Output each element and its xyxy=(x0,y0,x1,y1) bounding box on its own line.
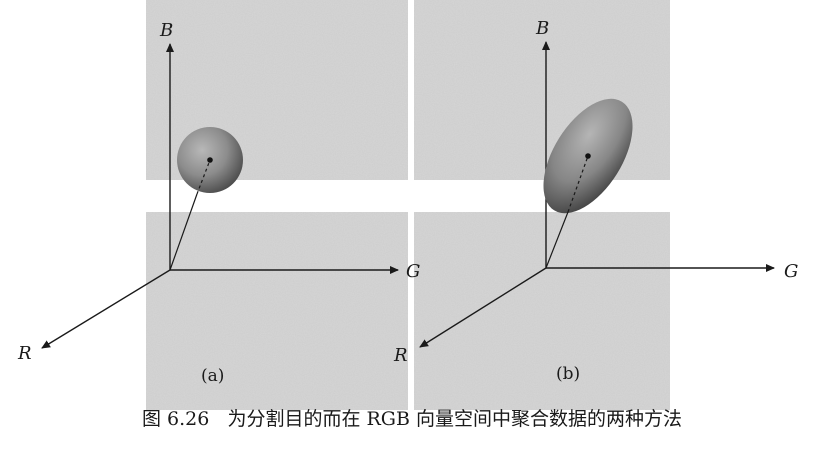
center-vector xyxy=(169,193,198,271)
texture-background xyxy=(146,0,670,410)
panel-a-label: (a) xyxy=(201,366,224,386)
center-vector xyxy=(545,211,569,269)
center-point xyxy=(207,157,213,163)
axis-r-label: R xyxy=(393,345,408,366)
axis-b-label: B xyxy=(159,20,173,41)
figure-caption: 图 6.26 为分割目的而在 RGB 向量空间中聚合数据的两种方法 xyxy=(142,408,682,430)
panel-a: B G R (a) xyxy=(17,20,420,386)
center-vector-hidden xyxy=(196,159,211,195)
axis-g-label: G xyxy=(406,261,420,282)
axis-r-line xyxy=(41,269,171,349)
axis-r-line xyxy=(419,267,547,348)
center-vector-hidden xyxy=(567,155,589,213)
panel-b-label: (b) xyxy=(556,364,580,384)
panel-b: B G R (b) xyxy=(393,18,798,384)
axis-r-label: R xyxy=(17,343,32,364)
center-point xyxy=(585,153,591,159)
axis-g-label: G xyxy=(784,261,798,282)
axis-b-label: B xyxy=(535,18,549,39)
